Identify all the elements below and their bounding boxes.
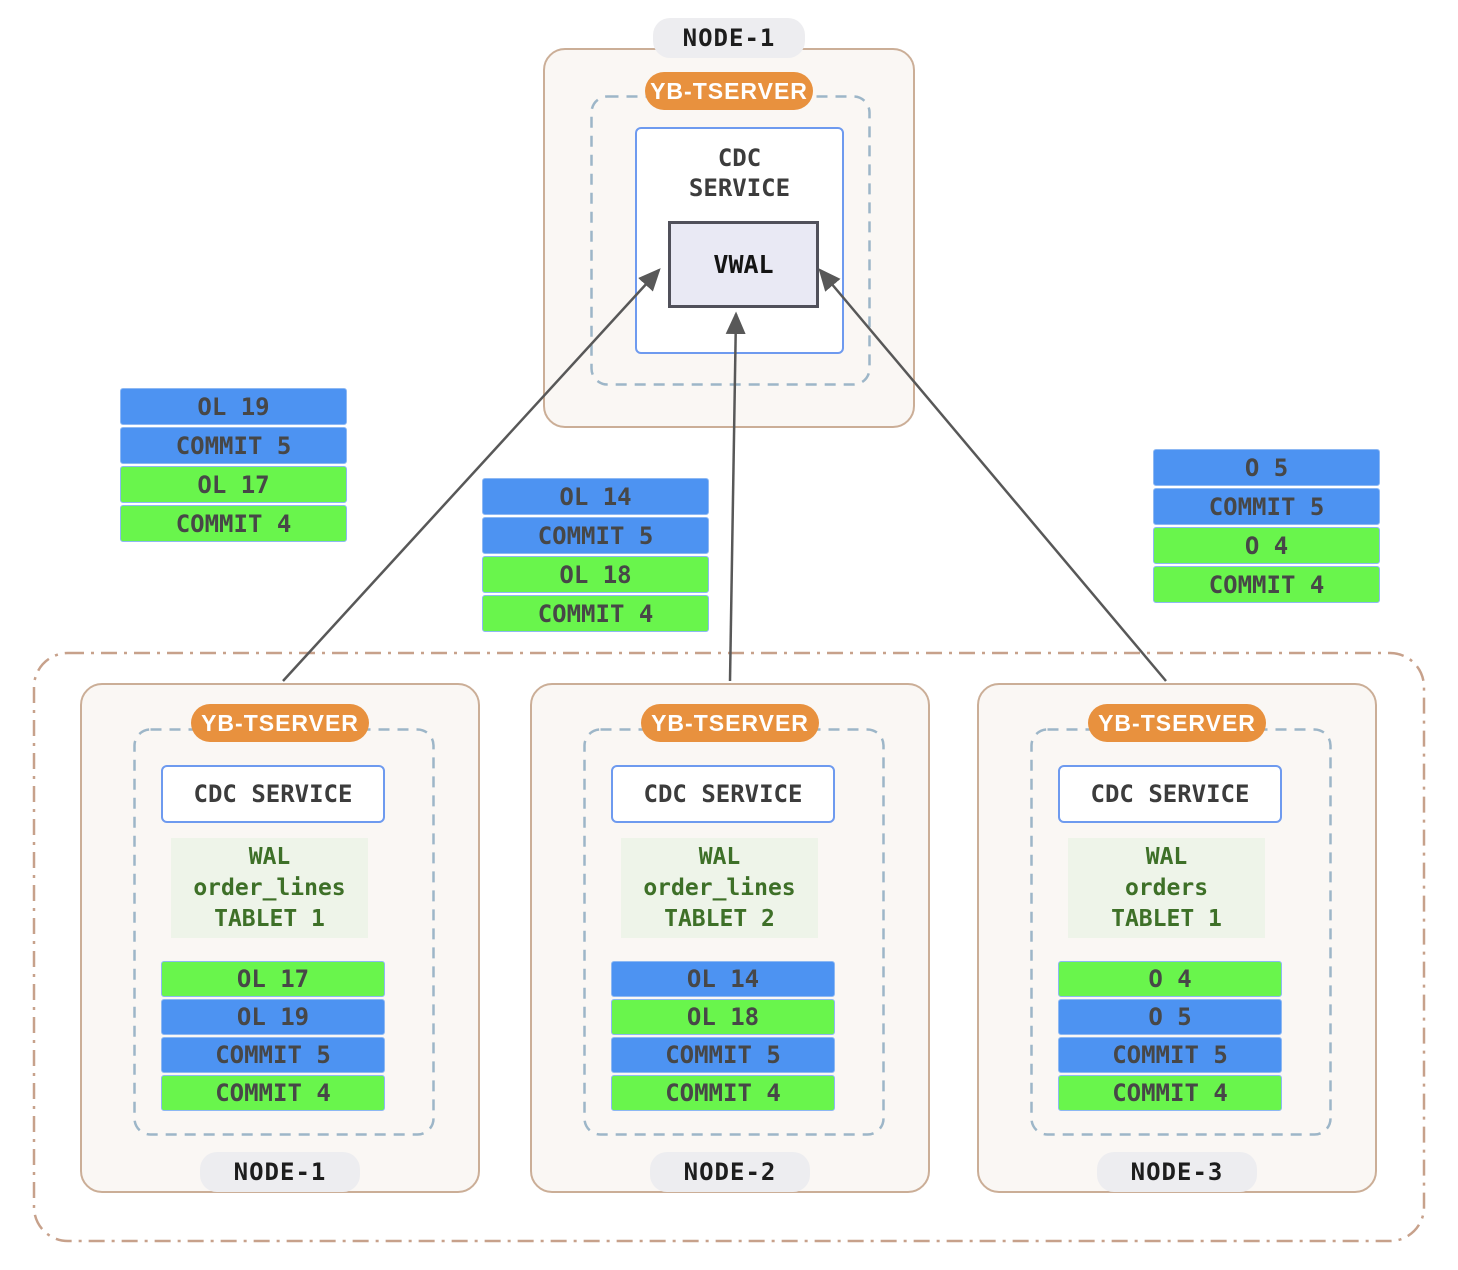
wal-entry: COMMIT 4	[482, 595, 709, 632]
node-label: NODE-1	[200, 1152, 360, 1192]
yb-tserver-badge: YB-TSERVER	[645, 72, 813, 110]
wal-entry: COMMIT 5	[1058, 1037, 1282, 1073]
wal-entry: OL 17	[120, 466, 347, 503]
wal-entry: COMMIT 4	[120, 505, 347, 542]
wal-entry: COMMIT 5	[482, 517, 709, 554]
tserver-dashed-boundary	[1030, 728, 1332, 1136]
vwal-box: VWAL	[668, 221, 819, 308]
wal-tablet-label: WAL order_lines TABLET 1	[171, 838, 368, 938]
cluster-node-1-box: YB-TSERVER CDC SERVICE WAL order_lines T…	[80, 683, 480, 1193]
wal-entry: O 5	[1153, 449, 1380, 486]
wal-entry: COMMIT 5	[611, 1037, 835, 1073]
cluster-node-3-box: YB-TSERVER CDC SERVICE WAL orders TABLET…	[977, 683, 1377, 1193]
yb-tserver-badge: YB-TSERVER	[191, 704, 369, 742]
wal-line: order_lines	[643, 874, 796, 901]
tserver-dashed-boundary	[133, 728, 435, 1136]
wal-entry: COMMIT 4	[161, 1075, 385, 1111]
wal-entry: OL 19	[120, 388, 347, 425]
wal-entry: OL 14	[611, 961, 835, 997]
wal-entries-stack: O 4 O 5 COMMIT 5 COMMIT 4	[1058, 961, 1282, 1111]
wal-entry: COMMIT 5	[1153, 488, 1380, 525]
wal-entry: O 5	[1058, 999, 1282, 1035]
tserver-dashed-boundary	[583, 728, 885, 1136]
wal-entry: COMMIT 5	[120, 427, 347, 464]
node-label: NODE-1	[653, 18, 805, 58]
cluster-node-2-box: YB-TSERVER CDC SERVICE WAL order_lines T…	[530, 683, 930, 1193]
cdc-service-box: CDC SERVICE	[611, 765, 835, 823]
wal-entries-right-stack: O 5 COMMIT 5 O 4 COMMIT 4	[1153, 449, 1380, 603]
node-label: NODE-3	[1097, 1152, 1257, 1192]
cdc-service-box: CDC SERVICE	[1058, 765, 1282, 823]
wal-entries-stack: OL 17 OL 19 COMMIT 5 COMMIT 4	[161, 961, 385, 1111]
wal-entry: OL 19	[161, 999, 385, 1035]
node-label: NODE-2	[650, 1152, 810, 1192]
wal-entry: OL 14	[482, 478, 709, 515]
wal-line: WAL	[698, 843, 741, 870]
wal-entry: OL 18	[611, 999, 835, 1035]
wal-line: WAL	[248, 843, 291, 870]
wal-line: order_lines	[193, 874, 346, 901]
wal-entry: O 4	[1153, 527, 1380, 564]
wal-entry: COMMIT 4	[1058, 1075, 1282, 1111]
wal-entry: COMMIT 4	[611, 1075, 835, 1111]
wal-line: TABLET 2	[664, 905, 775, 932]
wal-line: WAL	[1145, 843, 1188, 870]
wal-line: orders	[1124, 874, 1209, 901]
yb-tserver-badge: YB-TSERVER	[641, 704, 819, 742]
wal-entry: COMMIT 5	[161, 1037, 385, 1073]
wal-entry: O 4	[1058, 961, 1282, 997]
yb-tserver-badge: YB-TSERVER	[1088, 704, 1266, 742]
wal-entry: OL 18	[482, 556, 709, 593]
top-node-box: NODE-1 YB-TSERVER CDC SERVICE VWAL	[543, 18, 915, 428]
wal-tablet-label: WAL order_lines TABLET 2	[621, 838, 818, 938]
cdc-service-label: CDC SERVICE	[688, 144, 791, 202]
wal-entry: OL 17	[161, 961, 385, 997]
wal-line: TABLET 1	[214, 905, 325, 932]
wal-entries-stack: OL 14 OL 18 COMMIT 5 COMMIT 4	[611, 961, 835, 1111]
wal-line: TABLET 1	[1111, 905, 1222, 932]
wal-entry: COMMIT 4	[1153, 566, 1380, 603]
wal-tablet-label: WAL orders TABLET 1	[1068, 838, 1265, 938]
wal-entries-middle-stack: OL 14 COMMIT 5 OL 18 COMMIT 4	[482, 478, 709, 632]
wal-entries-left-stack: OL 19 COMMIT 5 OL 17 COMMIT 4	[120, 388, 347, 542]
cdc-service-box: CDC SERVICE	[161, 765, 385, 823]
